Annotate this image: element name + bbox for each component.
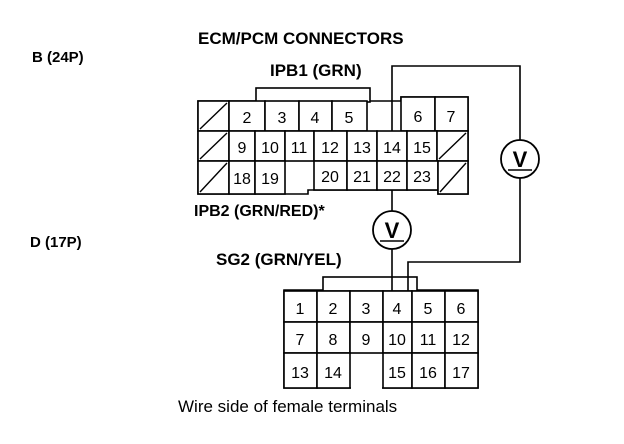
terminal-b-23 [406,160,439,191]
terminal-b-7 [434,96,469,132]
blank-slash [199,102,228,130]
sg2-return-lead [407,178,521,291]
terminal-d-17-label: 17 [452,365,470,382]
terminal-b-3-label: 3 [278,110,287,127]
terminal-d-4-label: 4 [393,301,402,318]
terminal-d-16-label: 16 [419,365,437,382]
voltmeter-icon: V [500,139,540,179]
connector-d-gap [351,354,382,389]
terminal-b-12 [313,130,348,162]
connector-b-label: B (24P) [32,49,84,66]
terminal-b-18 [228,160,256,195]
terminal-b-6 [400,96,436,132]
terminal-d-8 [316,321,351,354]
terminal-b-3 [264,100,300,132]
terminal-d-13-label: 13 [291,365,309,382]
terminal-d-9 [349,321,384,354]
diagram-title: ECM/PCM CONNECTORS [198,29,404,48]
terminal-b-10-label: 10 [261,140,279,157]
terminal-b-14-label: 14 [383,140,401,157]
terminal-d-12-label: 12 [452,332,470,349]
terminal-b-12-label: 12 [321,140,339,157]
terminal-b-5 [331,100,368,132]
connector-d-lock-tab [322,276,418,292]
terminal-d-10 [382,321,413,354]
terminal-b-6-label: 6 [414,109,423,126]
terminal-d-7-label: 7 [296,332,305,349]
voltmeter-symbol: V [513,147,528,172]
terminal-d-11-label: 11 [420,332,437,349]
blank-slash [439,162,467,193]
terminal-d-13 [283,352,318,389]
terminal-d-9-label: 9 [362,332,371,349]
blank-slash [199,132,228,160]
terminal-b-23-label: 23 [413,169,431,186]
sg2-wire-label: SG2 (GRN/YEL) [216,250,342,269]
terminal-d-16 [411,352,446,389]
terminal-b-15 [406,130,438,162]
ipb1-wire-label: IPB1 (GRN) [270,61,362,80]
terminal-d-14 [316,352,351,389]
terminal-d-15-label: 15 [388,365,406,382]
terminal-b-7-label: 7 [447,109,456,126]
voltmeter-symbol: V [385,218,400,243]
terminal-b-22-label: 22 [383,169,401,186]
ipb1-probe-lead [391,65,521,140]
terminal-b-9-label: 9 [238,140,247,157]
terminal-b-20-label: 20 [321,169,339,186]
terminal-d-17 [444,352,479,389]
terminal-d-14-label: 14 [324,365,342,382]
terminal-d-12 [444,321,479,354]
terminal-b-15-label: 15 [413,140,431,157]
terminal-d-15 [382,352,413,389]
connector-d: 1 2 3 4 5 6 7 8 9 10 11 12 13 14 15 16 1… [283,276,479,389]
connector-b: 2 3 4 5 6 7 9 10 11 12 13 14 15 [197,87,469,195]
terminal-d-3-label: 3 [362,301,371,318]
terminal-b-4 [298,100,333,132]
terminal-d-6-label: 6 [457,301,466,318]
blank-slash [438,132,467,160]
terminal-b-11-label: 11 [291,140,308,157]
terminal-b-11 [284,130,315,162]
terminal-b-21-label: 21 [353,169,371,186]
terminal-b-18-label: 18 [233,171,251,188]
terminal-d-8-label: 8 [329,332,338,349]
blank-slash [199,162,228,193]
voltmeter-icon: V [372,210,412,250]
terminal-b-10 [254,130,286,162]
terminal-b-13-label: 13 [353,140,371,157]
terminal-b-22 [376,160,408,191]
terminal-b-19 [254,160,286,195]
ipb2-wire-label: IPB2 (GRN/RED)* [194,203,325,220]
terminal-d-5-label: 5 [424,301,433,318]
terminal-b-21 [346,160,378,191]
terminal-d-10-label: 10 [388,332,406,349]
test-wiring: V V [372,65,540,291]
terminal-b-4-label: 4 [311,110,320,127]
connector-d-label: D (17P) [30,234,82,251]
terminal-d-1-label: 1 [296,301,305,318]
connector-b-lock-tab [255,87,371,103]
terminal-b-5-label: 5 [345,110,354,127]
terminal-b-2-label: 2 [243,110,252,127]
caption: Wire side of female terminals [178,397,397,416]
terminal-d-2-label: 2 [329,301,338,318]
terminal-b-19-label: 19 [261,171,279,188]
